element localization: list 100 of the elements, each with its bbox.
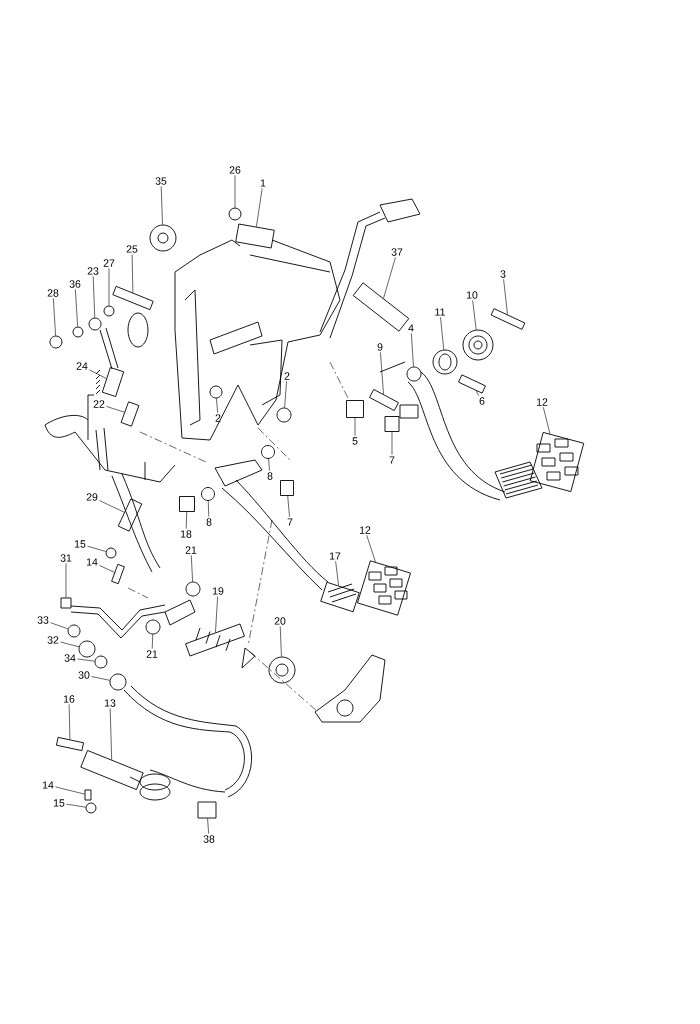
leader-line: [75, 289, 78, 327]
callout-number: 12: [536, 398, 548, 406]
component-outline: [384, 416, 400, 432]
leader-line: [366, 535, 376, 563]
component-outline: [369, 389, 399, 411]
washer: [88, 317, 102, 331]
leader-line: [91, 676, 110, 681]
leader-line: [380, 352, 384, 395]
leader-line: [53, 298, 56, 336]
callout-number: 23: [87, 267, 99, 275]
callout-number: 24: [76, 362, 88, 370]
leader-line: [207, 500, 210, 517]
callout-number: 27: [103, 259, 115, 267]
callout-number: 1: [260, 179, 266, 187]
callout-number: 5: [352, 437, 358, 445]
leader-line: [256, 187, 263, 227]
callout-number: 38: [203, 835, 215, 843]
washer: [85, 802, 97, 814]
component-outline: [197, 801, 217, 819]
callout-number: 34: [64, 654, 76, 662]
component-outline: [101, 367, 125, 397]
washer: [49, 335, 63, 349]
callout-number: 32: [47, 636, 59, 644]
leader-line: [215, 596, 218, 633]
leader-line: [472, 300, 477, 330]
leader-line: [68, 704, 71, 740]
leader-line: [60, 641, 80, 648]
washer: [268, 656, 296, 684]
leader-line: [440, 316, 445, 350]
component-outline: [235, 223, 275, 249]
callout-number: 21: [185, 546, 197, 554]
washer: [67, 624, 81, 638]
callout-number: 37: [391, 248, 403, 256]
washer: [276, 407, 292, 423]
callout-number: 7: [287, 518, 293, 526]
callout-number: 8: [267, 472, 273, 480]
washer: [105, 547, 117, 559]
callout-number: 25: [126, 245, 138, 253]
leader-line: [216, 398, 218, 413]
component-outline: [490, 308, 526, 330]
washer: [78, 640, 96, 658]
component-outline: [117, 498, 143, 532]
callout-number: 10: [466, 291, 478, 299]
component-outline: [60, 597, 72, 609]
callout-number: 31: [60, 554, 72, 562]
leader-line: [92, 276, 96, 318]
callout-number: 13: [104, 699, 116, 707]
component-outline: [84, 789, 92, 801]
callout-number: 30: [78, 671, 90, 679]
leader-line: [87, 545, 107, 552]
leader-line: [55, 786, 85, 795]
callout-number: 12: [359, 526, 371, 534]
leader-line: [89, 369, 107, 379]
washer: [149, 224, 177, 252]
callout-number: 18: [180, 530, 192, 538]
callout-number: 15: [53, 799, 65, 807]
washer: [201, 487, 215, 501]
component-outline: [529, 431, 585, 493]
callout-number: 20: [274, 617, 286, 625]
leader-line: [160, 186, 163, 225]
washer: [228, 207, 242, 221]
leader-line: [287, 495, 290, 518]
washer: [261, 445, 275, 459]
callout-number: 21: [146, 650, 158, 658]
callout-number: 22: [93, 400, 105, 408]
leader-line: [411, 332, 414, 367]
leader-line: [77, 658, 95, 662]
leader-line: [65, 563, 67, 598]
callout-number: 3: [500, 270, 506, 278]
callout-number: 16: [63, 695, 75, 703]
leader-line: [50, 622, 69, 630]
component-outline: [280, 480, 294, 496]
component-outline: [111, 563, 125, 585]
washer: [406, 366, 422, 382]
callout-number: 6: [479, 397, 485, 405]
component-outline: [179, 496, 195, 512]
callout-number: 28: [47, 289, 59, 297]
component-outline: [458, 374, 486, 394]
leader-line: [284, 381, 287, 408]
callout-number: 7: [389, 456, 395, 464]
callout-number: 29: [86, 493, 98, 501]
washer: [209, 385, 223, 399]
washer: [72, 326, 84, 338]
component-outline: [120, 401, 140, 427]
callout-number: 9: [377, 343, 383, 351]
washer: [432, 349, 458, 375]
component-outline: [112, 285, 154, 311]
component-outline: [346, 400, 364, 418]
component-outline: [352, 282, 410, 332]
component-outline: [56, 736, 84, 752]
leader-line: [354, 417, 356, 436]
leader-line: [109, 708, 112, 760]
washer: [145, 619, 161, 635]
component-outline: [185, 623, 245, 657]
washer: [185, 581, 201, 597]
washer: [94, 655, 108, 669]
callout-number: 14: [42, 781, 54, 789]
leader-line: [503, 279, 508, 315]
component-outline: [357, 560, 411, 616]
leader-line: [108, 268, 110, 306]
